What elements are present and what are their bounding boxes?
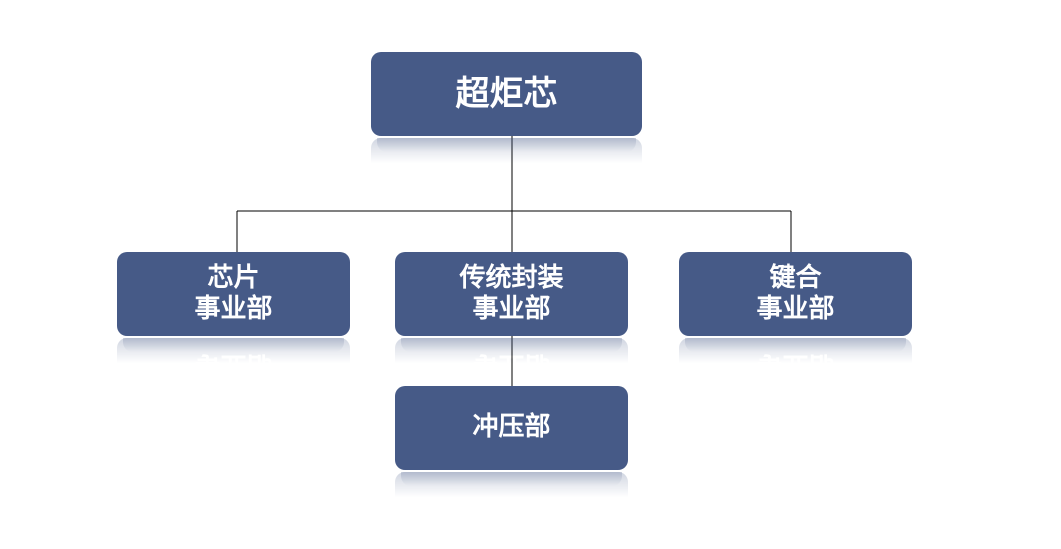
packaging-division-label-line1: 传统封装 [459,262,564,293]
packaging-division-node: 传统封装 事业部 [395,252,628,352]
bonding-division-label-line1: 键合 [769,262,822,293]
stamping-department-node: 冲压部 [395,386,628,486]
chip-division-node: 芯片 事业部 [117,252,350,352]
bonding-division-node: 键合 事业部 [679,252,912,352]
root-node: 超炬芯 [371,52,642,152]
packaging-division-label-line2: 事业部 [472,294,551,324]
chip-division-label-line2: 事业部 [194,294,273,324]
stamping-department-label: 冲压部 [472,412,551,443]
chip-division-label-line1: 芯片 [207,262,260,293]
root-node-label: 超炬芯 [455,73,558,114]
bonding-division-label-line2: 事业部 [756,294,835,324]
